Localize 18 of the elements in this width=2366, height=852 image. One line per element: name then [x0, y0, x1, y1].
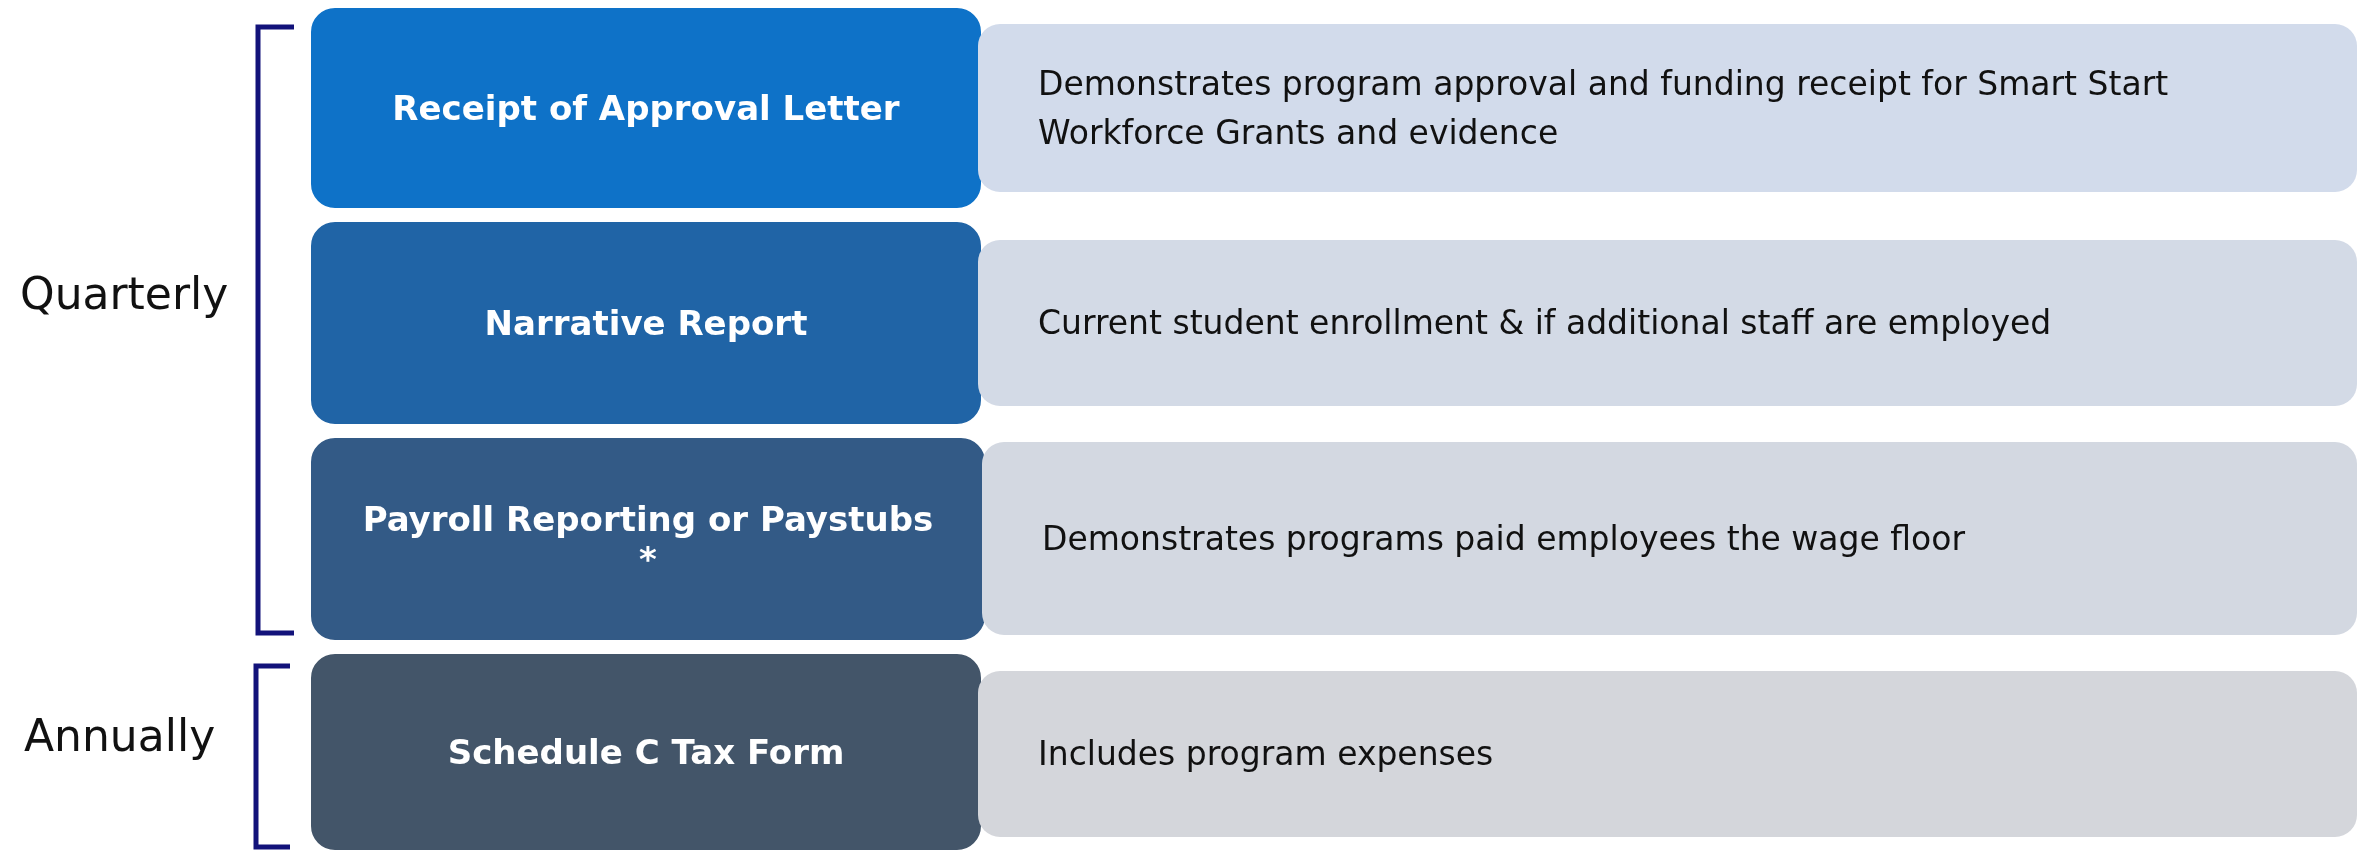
- document-box: [309, 652, 983, 852]
- document-box: [309, 6, 983, 210]
- description-box: [978, 240, 2357, 406]
- description-text: Current student enrollment & if additional staff are employed: [1038, 302, 2052, 345]
- description-box: [978, 24, 2357, 192]
- frequency-label: Quarterly: [20, 268, 229, 319]
- document-title: Payroll Reporting or Paystubs *: [361, 499, 935, 579]
- description-text: Demonstrates programs paid employees the wage floor: [1042, 517, 1966, 560]
- frequency-label: Annually: [24, 710, 216, 761]
- document-box: [309, 436, 987, 642]
- description-text: Includes program expenses: [1038, 733, 1494, 776]
- document-title: Schedule C Tax Form: [447, 732, 845, 772]
- description-text: Demonstrates program approval and funding receipt for Smart Start Workforce Grants and evidence: [1038, 62, 2170, 154]
- description-box: [978, 671, 2357, 837]
- description-box: [982, 442, 2357, 635]
- document-title: Narrative Report: [484, 303, 808, 343]
- document-title: Receipt of Approval Letter: [392, 88, 900, 128]
- document-box: [309, 220, 983, 426]
